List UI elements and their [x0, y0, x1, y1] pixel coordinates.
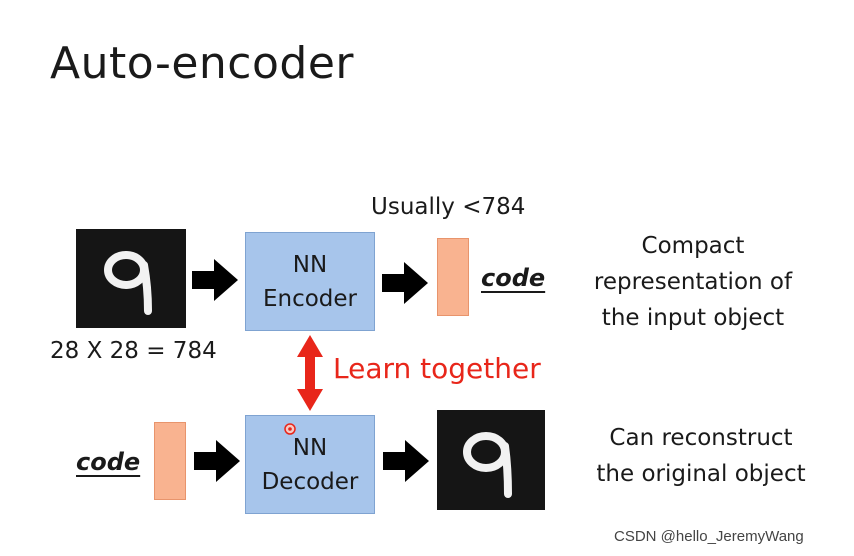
- page-title: Auto-encoder: [50, 38, 355, 89]
- learn-together-label: Learn together: [333, 352, 541, 385]
- description-line: the original object: [596, 461, 806, 487]
- digit-nine-image: [463, 432, 512, 498]
- description-line: Can reconstruct: [609, 425, 793, 451]
- encoder-line-2: Encoder: [262, 285, 358, 312]
- nn-encoder-box: NN Encoder: [245, 232, 375, 331]
- code-label-top: code: [481, 264, 546, 292]
- code-vector-rect: [437, 238, 469, 316]
- code-label-bottom: code: [76, 448, 141, 476]
- decoder-line-1: NN: [292, 434, 328, 461]
- nn-decoder-box: NN Decoder: [245, 415, 375, 514]
- right-arrow-icon: [383, 440, 429, 482]
- decoder-line-2: Decoder: [261, 468, 359, 495]
- description-line: the input object: [601, 305, 785, 331]
- cursor-dot-icon: [284, 423, 296, 435]
- encoder-line-1: NN: [292, 251, 328, 278]
- right-arrow-icon: [194, 440, 240, 482]
- watermark-text: CSDN @hello_JeremyWang: [614, 528, 804, 545]
- input-digit-image: [76, 229, 186, 328]
- output-digit-image: [437, 410, 545, 510]
- reconstruct-description: Can reconstruct the original object: [573, 420, 829, 492]
- input-dimension-label: 28 X 28 = 784: [50, 338, 217, 364]
- code-vector-rect: [154, 422, 186, 500]
- double-arrow-icon: [297, 335, 323, 411]
- right-arrow-icon: [192, 259, 238, 301]
- description-line: representation of: [593, 269, 793, 295]
- compact-description: Compact representation of the input obje…: [573, 228, 813, 336]
- description-line: Compact: [641, 233, 745, 259]
- digit-nine-image: [104, 251, 152, 315]
- usually-label: Usually <784: [371, 194, 526, 220]
- right-arrow-icon: [382, 262, 428, 304]
